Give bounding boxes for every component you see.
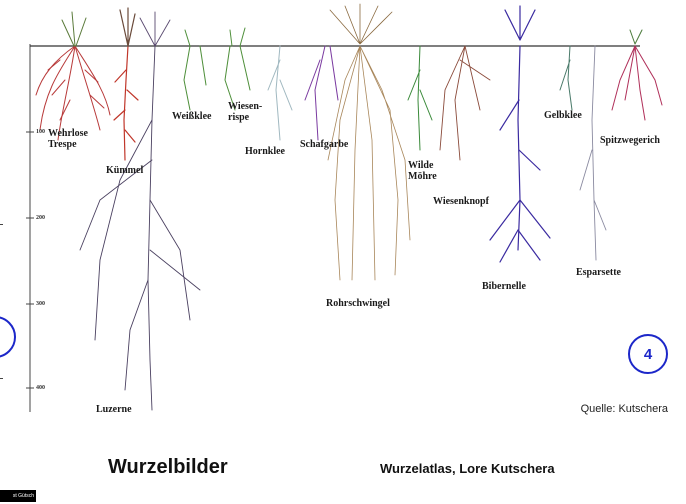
label-esparsette: Esparsette bbox=[576, 267, 621, 278]
label-bibernelle: Bibernelle bbox=[482, 281, 526, 292]
label-hornklee: Hornklee bbox=[245, 146, 285, 157]
label-wilde-moehre: Wilde Möhre bbox=[408, 160, 437, 182]
root-kuemmel bbox=[114, 8, 138, 160]
root-esparsette bbox=[580, 46, 606, 260]
label-wehrlose-trespe: Wehrlose Trespe bbox=[48, 128, 88, 150]
root-wilde-moehre bbox=[408, 46, 432, 150]
left-dash bbox=[0, 378, 3, 379]
root-gelbklee bbox=[560, 46, 572, 110]
slide-number-text: 4 bbox=[644, 346, 652, 363]
root-weissklee-wiesenrispe bbox=[184, 28, 250, 110]
label-kuemmel: Kümmel bbox=[106, 165, 143, 176]
label-wiesenknopf: Wiesenknopf bbox=[433, 196, 489, 207]
label-schafgarbe: Schafgarbe bbox=[300, 139, 348, 150]
root-atlas-figure bbox=[0, 0, 686, 420]
corner-tag: st Gütsch bbox=[0, 490, 36, 502]
root-spitzwegerich bbox=[612, 30, 662, 120]
label-wiesenrispe: Wiesen- rispe bbox=[228, 101, 262, 123]
depth-tick-100: 100 bbox=[36, 129, 45, 135]
caption-reference: Wurzelatlas, Lore Kutschera bbox=[380, 461, 555, 476]
root-wiesenknopf bbox=[440, 46, 490, 160]
root-bibernelle bbox=[490, 6, 550, 262]
label-rohrschwingel: Rohrschwingel bbox=[326, 298, 390, 309]
slide-number-badge: 4 bbox=[628, 334, 668, 374]
label-luzerne: Luzerne bbox=[96, 404, 132, 415]
source-credit: Quelle: Kutschera bbox=[581, 403, 668, 415]
label-weissklee: Weißklee bbox=[172, 111, 211, 122]
roots bbox=[36, 4, 662, 410]
label-gelbklee: Gelbklee bbox=[544, 110, 582, 121]
root-hornklee bbox=[268, 46, 292, 140]
label-spitzwegerich: Spitzwegerich bbox=[600, 135, 660, 146]
root-wehrlose-trespe bbox=[36, 12, 110, 140]
depth-tick-200: 200 bbox=[36, 215, 45, 221]
caption-title: Wurzelbilder bbox=[108, 456, 228, 479]
depth-tick-300: 300 bbox=[36, 301, 45, 307]
left-dash bbox=[0, 224, 3, 225]
root-luzerne bbox=[80, 12, 200, 410]
root-schafgarbe bbox=[305, 46, 338, 140]
depth-tick-400: 400 bbox=[36, 385, 45, 391]
